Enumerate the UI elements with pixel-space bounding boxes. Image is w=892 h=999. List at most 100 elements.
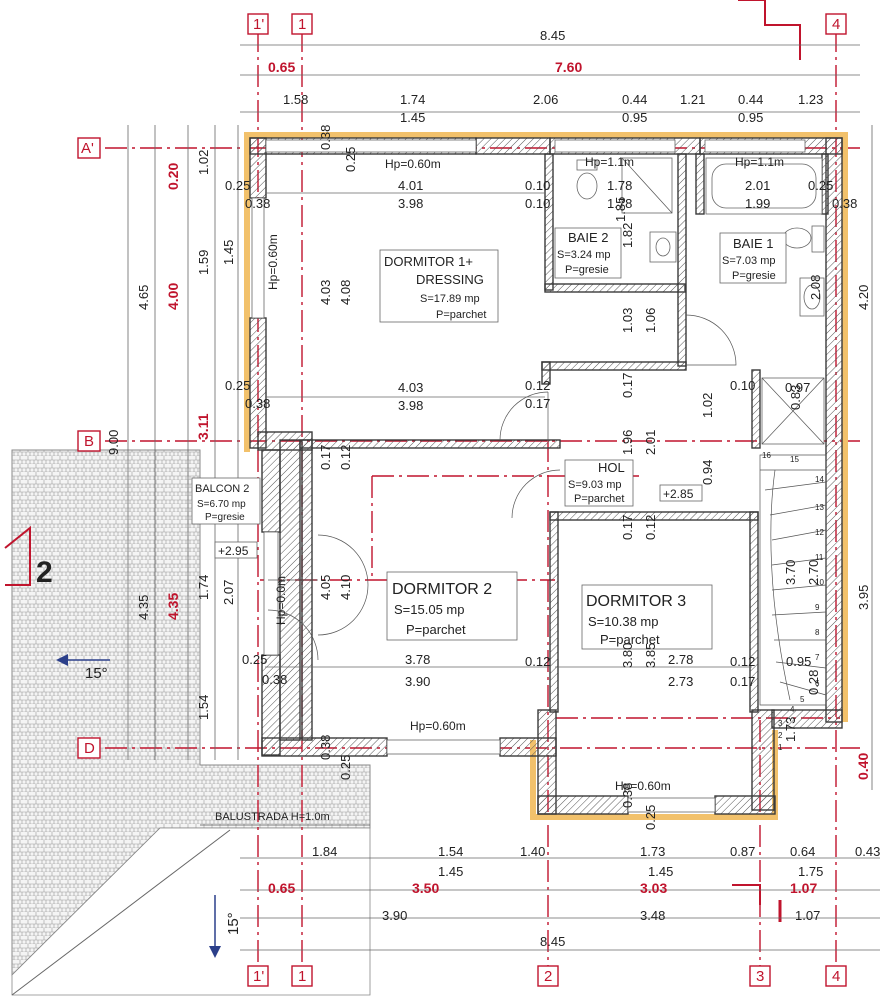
axis-col-2-bottom: 2 [544, 968, 552, 985]
room-dorm1-name1: DORMITOR 1+ [384, 254, 473, 269]
int-dim-v403: 4.03 [318, 280, 333, 305]
int-dim-017e: 0.17 [620, 373, 635, 398]
windows [251, 139, 806, 813]
axis-labels: 1' 1 4 1' 1 2 3 4 A' B D [77, 13, 847, 987]
level-mark-balcony: +2.95 [218, 544, 249, 558]
sill-height-dorm1-left: Hp=0.60m [266, 234, 280, 290]
int-dim-v196: 1.96 [620, 430, 635, 455]
slope-arrow-left: 15° [56, 654, 110, 682]
left-dim-174: 1.74 [196, 575, 211, 600]
right-dim-040: 0.40 [855, 753, 871, 780]
int-dim-v106: 1.06 [643, 308, 658, 333]
stair-step-13: 13 [815, 503, 824, 512]
int-dim-010c: 0.10 [730, 378, 755, 393]
top-dim-red-left: 0.65 [268, 59, 295, 75]
int-dim-v201: 2.01 [643, 430, 658, 455]
bottom-dimensions: 1.84 1.54 1.40 1.73 0.87 0.64 0.43 1.45 … [240, 844, 880, 951]
stair-step-16: 16 [762, 451, 771, 460]
bottom-dim-red-303: 3.03 [640, 880, 667, 896]
exterior-insulation [244, 132, 848, 820]
stair-step-11: 11 [815, 553, 824, 562]
stair-step-1: 1 [778, 743, 783, 752]
room-dormitor-3: DORMITOR 3 S=10.38 mp P=parchet [581, 584, 713, 650]
bottom-dim-red-065: 0.65 [268, 880, 295, 896]
int-dim-173: 1.73 [783, 717, 798, 742]
stair-step-5: 5 [800, 695, 805, 704]
railing-text: BALUSTRADA H=1.0m [215, 811, 330, 823]
int-dim-025g: 0.25 [338, 755, 353, 780]
int-dim-094: 0.94 [700, 460, 715, 485]
int-dim-017b: 0.17 [730, 674, 755, 689]
room-dorm1-area: S=17.89 mp [420, 293, 480, 305]
left-dim-159: 1.59 [196, 250, 211, 275]
section-marker-label: 2 [36, 556, 53, 589]
axis-col-1prime-top: 1' [253, 16, 264, 33]
room-baie2-area: S=3.24 mp [557, 249, 611, 261]
int-dim-025c: 0.25 [242, 652, 267, 667]
bottom-dim-175: 1.75 [798, 864, 823, 879]
int-dim-201: 2.01 [745, 178, 770, 193]
int-dim-v102: 1.02 [700, 393, 715, 418]
bottom-dim-overall: 8.45 [540, 934, 565, 949]
room-dorm3-area: S=10.38 mp [588, 614, 658, 629]
bottom-dim-140: 1.40 [520, 844, 545, 859]
int-dim-083: 0.83 [788, 385, 803, 410]
room-balcon-area: S=6.70 mp [197, 499, 246, 510]
bottom-dim-145b: 1.45 [648, 864, 673, 879]
int-dim-038g: 0.38 [318, 735, 333, 760]
int-dim-012d: 0.12 [338, 445, 353, 470]
left-dim-020: 0.20 [165, 163, 181, 190]
top-dim-206: 2.06 [533, 92, 558, 107]
int-dim-017d: 0.17 [620, 515, 635, 540]
left-dim-red-400: 4.00 [165, 283, 181, 310]
int-dim-095: 0.95 [786, 654, 811, 669]
room-dorm2-name: DORMITOR 2 [392, 581, 492, 598]
stair-step-4: 4 [790, 705, 795, 714]
section-marker-2: 2 [4, 0, 801, 922]
sill-height-dorm3: Hp=0.60m [615, 779, 671, 793]
left-dim-154: 1.54 [196, 695, 211, 720]
bottom-dim-087: 0.87 [730, 844, 755, 859]
stair-step-9: 9 [815, 603, 820, 612]
staircase: 16 15 14 13 12 11 10 9 8 7 6 5 4 3 2 1 [759, 451, 827, 752]
right-dimensions: 4.20 3.95 0.40 [855, 125, 873, 790]
interior-partitions [279, 153, 829, 741]
left-dim-207: 2.07 [221, 580, 236, 605]
bottom-dim-red-350: 3.50 [412, 880, 439, 896]
sill-height-dorm2: Hp=0.60m [410, 719, 466, 733]
room-baie1-name: BAIE 1 [733, 236, 773, 251]
left-dim-435: 4.35 [136, 595, 151, 620]
top-dim-095b: 0.95 [738, 110, 763, 125]
slope-label-left: 15° [85, 665, 108, 682]
axis-row-Aprime: A' [81, 140, 94, 157]
int-dim-185: 1.85 [613, 197, 628, 222]
axis-col-1-bottom: 1 [298, 968, 306, 985]
int-dim-278: 2.78 [668, 652, 693, 667]
stair-step-2: 2 [778, 731, 783, 740]
left-dim-465: 4.65 [136, 285, 151, 310]
top-dim-095a: 0.95 [622, 110, 647, 125]
sill-heights: Hp=0.60m Hp=1.1m Hp=1.1m Hp=0.60m Hp=0.6… [266, 155, 784, 793]
int-dim-010a: 0.10 [525, 178, 550, 193]
int-dim-012c: 0.12 [730, 654, 755, 669]
axis-col-1prime-bottom: 1' [253, 968, 264, 985]
room-dorm2-floor: P=parchet [406, 622, 466, 637]
slope-arrow-bottom: 15° [209, 895, 242, 958]
int-dim-097: 0.97 [785, 380, 810, 395]
top-dim-145: 1.45 [400, 110, 425, 125]
int-dim-403a: 4.03 [398, 380, 423, 395]
room-hol-name: HOL [598, 460, 625, 475]
int-dim-038f: 0.38 [620, 783, 635, 808]
stair-step-15: 15 [790, 455, 799, 464]
int-dim-378: 3.78 [405, 652, 430, 667]
top-dim-174: 1.74 [400, 92, 425, 107]
left-dim-red-435: 4.35 [165, 593, 181, 620]
bottom-dim-064: 0.64 [790, 844, 815, 859]
room-baie-2: BAIE 2 S=3.24 mp P=gresie [554, 227, 622, 279]
int-dim-v380: 3.80 [620, 643, 635, 668]
room-hol: HOL S=9.03 mp P=parchet [564, 459, 634, 507]
railing-label: BALUSTRADA H=1.0m [200, 811, 370, 826]
room-dorm1-floor: P=parchet [436, 309, 486, 321]
interior-dimensions: 4.01 3.98 4.03 3.98 4.03 4.08 4.05 4.10 … [225, 125, 857, 830]
